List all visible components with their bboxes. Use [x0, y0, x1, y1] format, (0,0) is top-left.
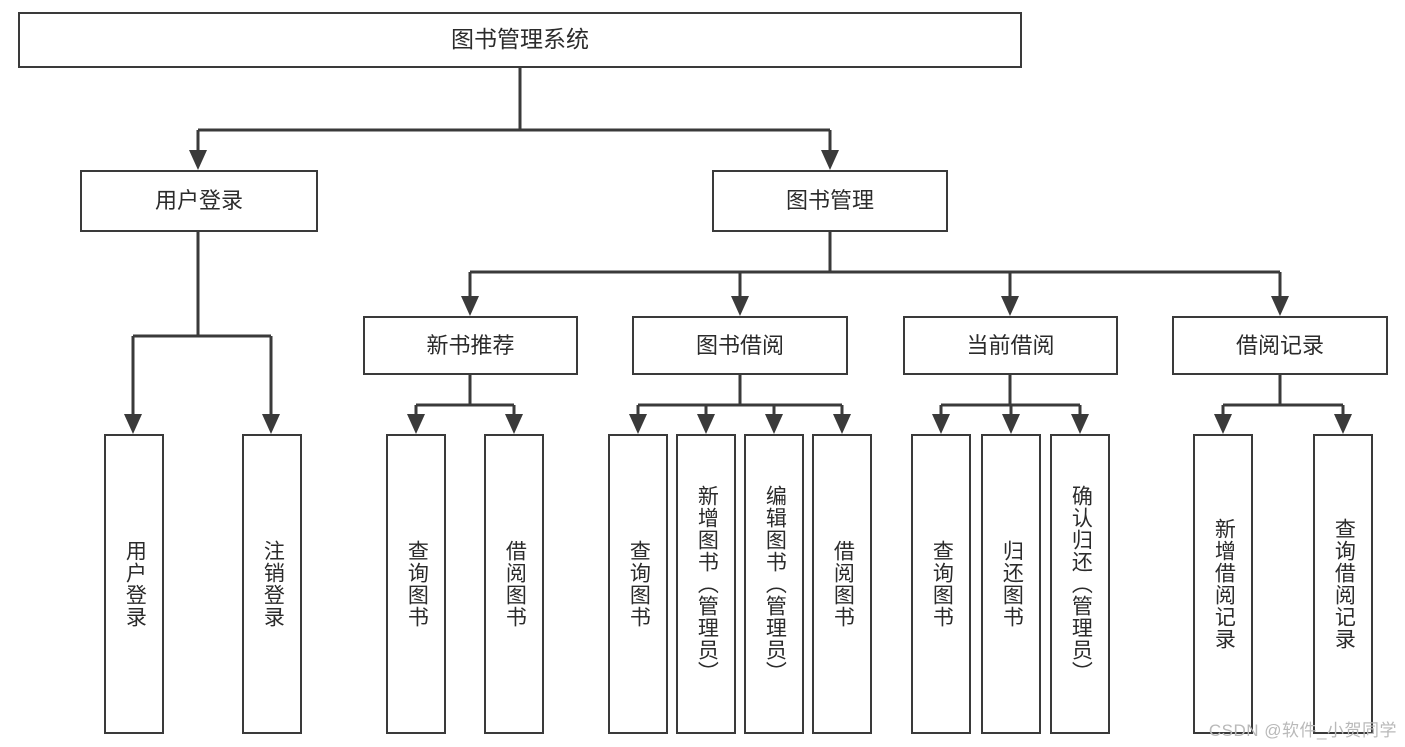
- node-level2-user-login[interactable]: 用户登录: [80, 170, 318, 232]
- node-leaf-borrow-book[interactable]: 借阅图书: [812, 434, 872, 734]
- node-leaf-query-book-borrow[interactable]: 查询图书: [608, 434, 668, 734]
- node-level2-book-management[interactable]: 图书管理: [712, 170, 948, 232]
- node-leaf-add-book-admin[interactable]: 新增图书（管理员）: [676, 434, 736, 734]
- node-leaf-query-borrow-record[interactable]: 查询借阅记录: [1313, 434, 1373, 734]
- node-leaf-add-borrow-record[interactable]: 新增借阅记录: [1193, 434, 1253, 734]
- node-level3-current-borrow[interactable]: 当前借阅: [903, 316, 1118, 375]
- node-level3-book-borrow[interactable]: 图书借阅: [632, 316, 848, 375]
- node-leaf-return-book[interactable]: 归还图书: [981, 434, 1041, 734]
- node-leaf-query-book-recommend[interactable]: 查询图书: [386, 434, 446, 734]
- node-leaf-user-login[interactable]: 用户登录: [104, 434, 164, 734]
- node-level3-borrow-record[interactable]: 借阅记录: [1172, 316, 1388, 375]
- node-leaf-confirm-return-admin[interactable]: 确认归还（管理员）: [1050, 434, 1110, 734]
- node-leaf-logout[interactable]: 注销登录: [242, 434, 302, 734]
- node-level3-new-book-recommend[interactable]: 新书推荐: [363, 316, 578, 375]
- watermark-text: CSDN @软件_小贺同学: [1208, 721, 1397, 740]
- node-leaf-edit-book-admin[interactable]: 编辑图书（管理员）: [744, 434, 804, 734]
- node-leaf-query-book-current[interactable]: 查询图书: [911, 434, 971, 734]
- node-leaf-borrow-book-recommend[interactable]: 借阅图书: [484, 434, 544, 734]
- node-root[interactable]: 图书管理系统: [18, 12, 1022, 68]
